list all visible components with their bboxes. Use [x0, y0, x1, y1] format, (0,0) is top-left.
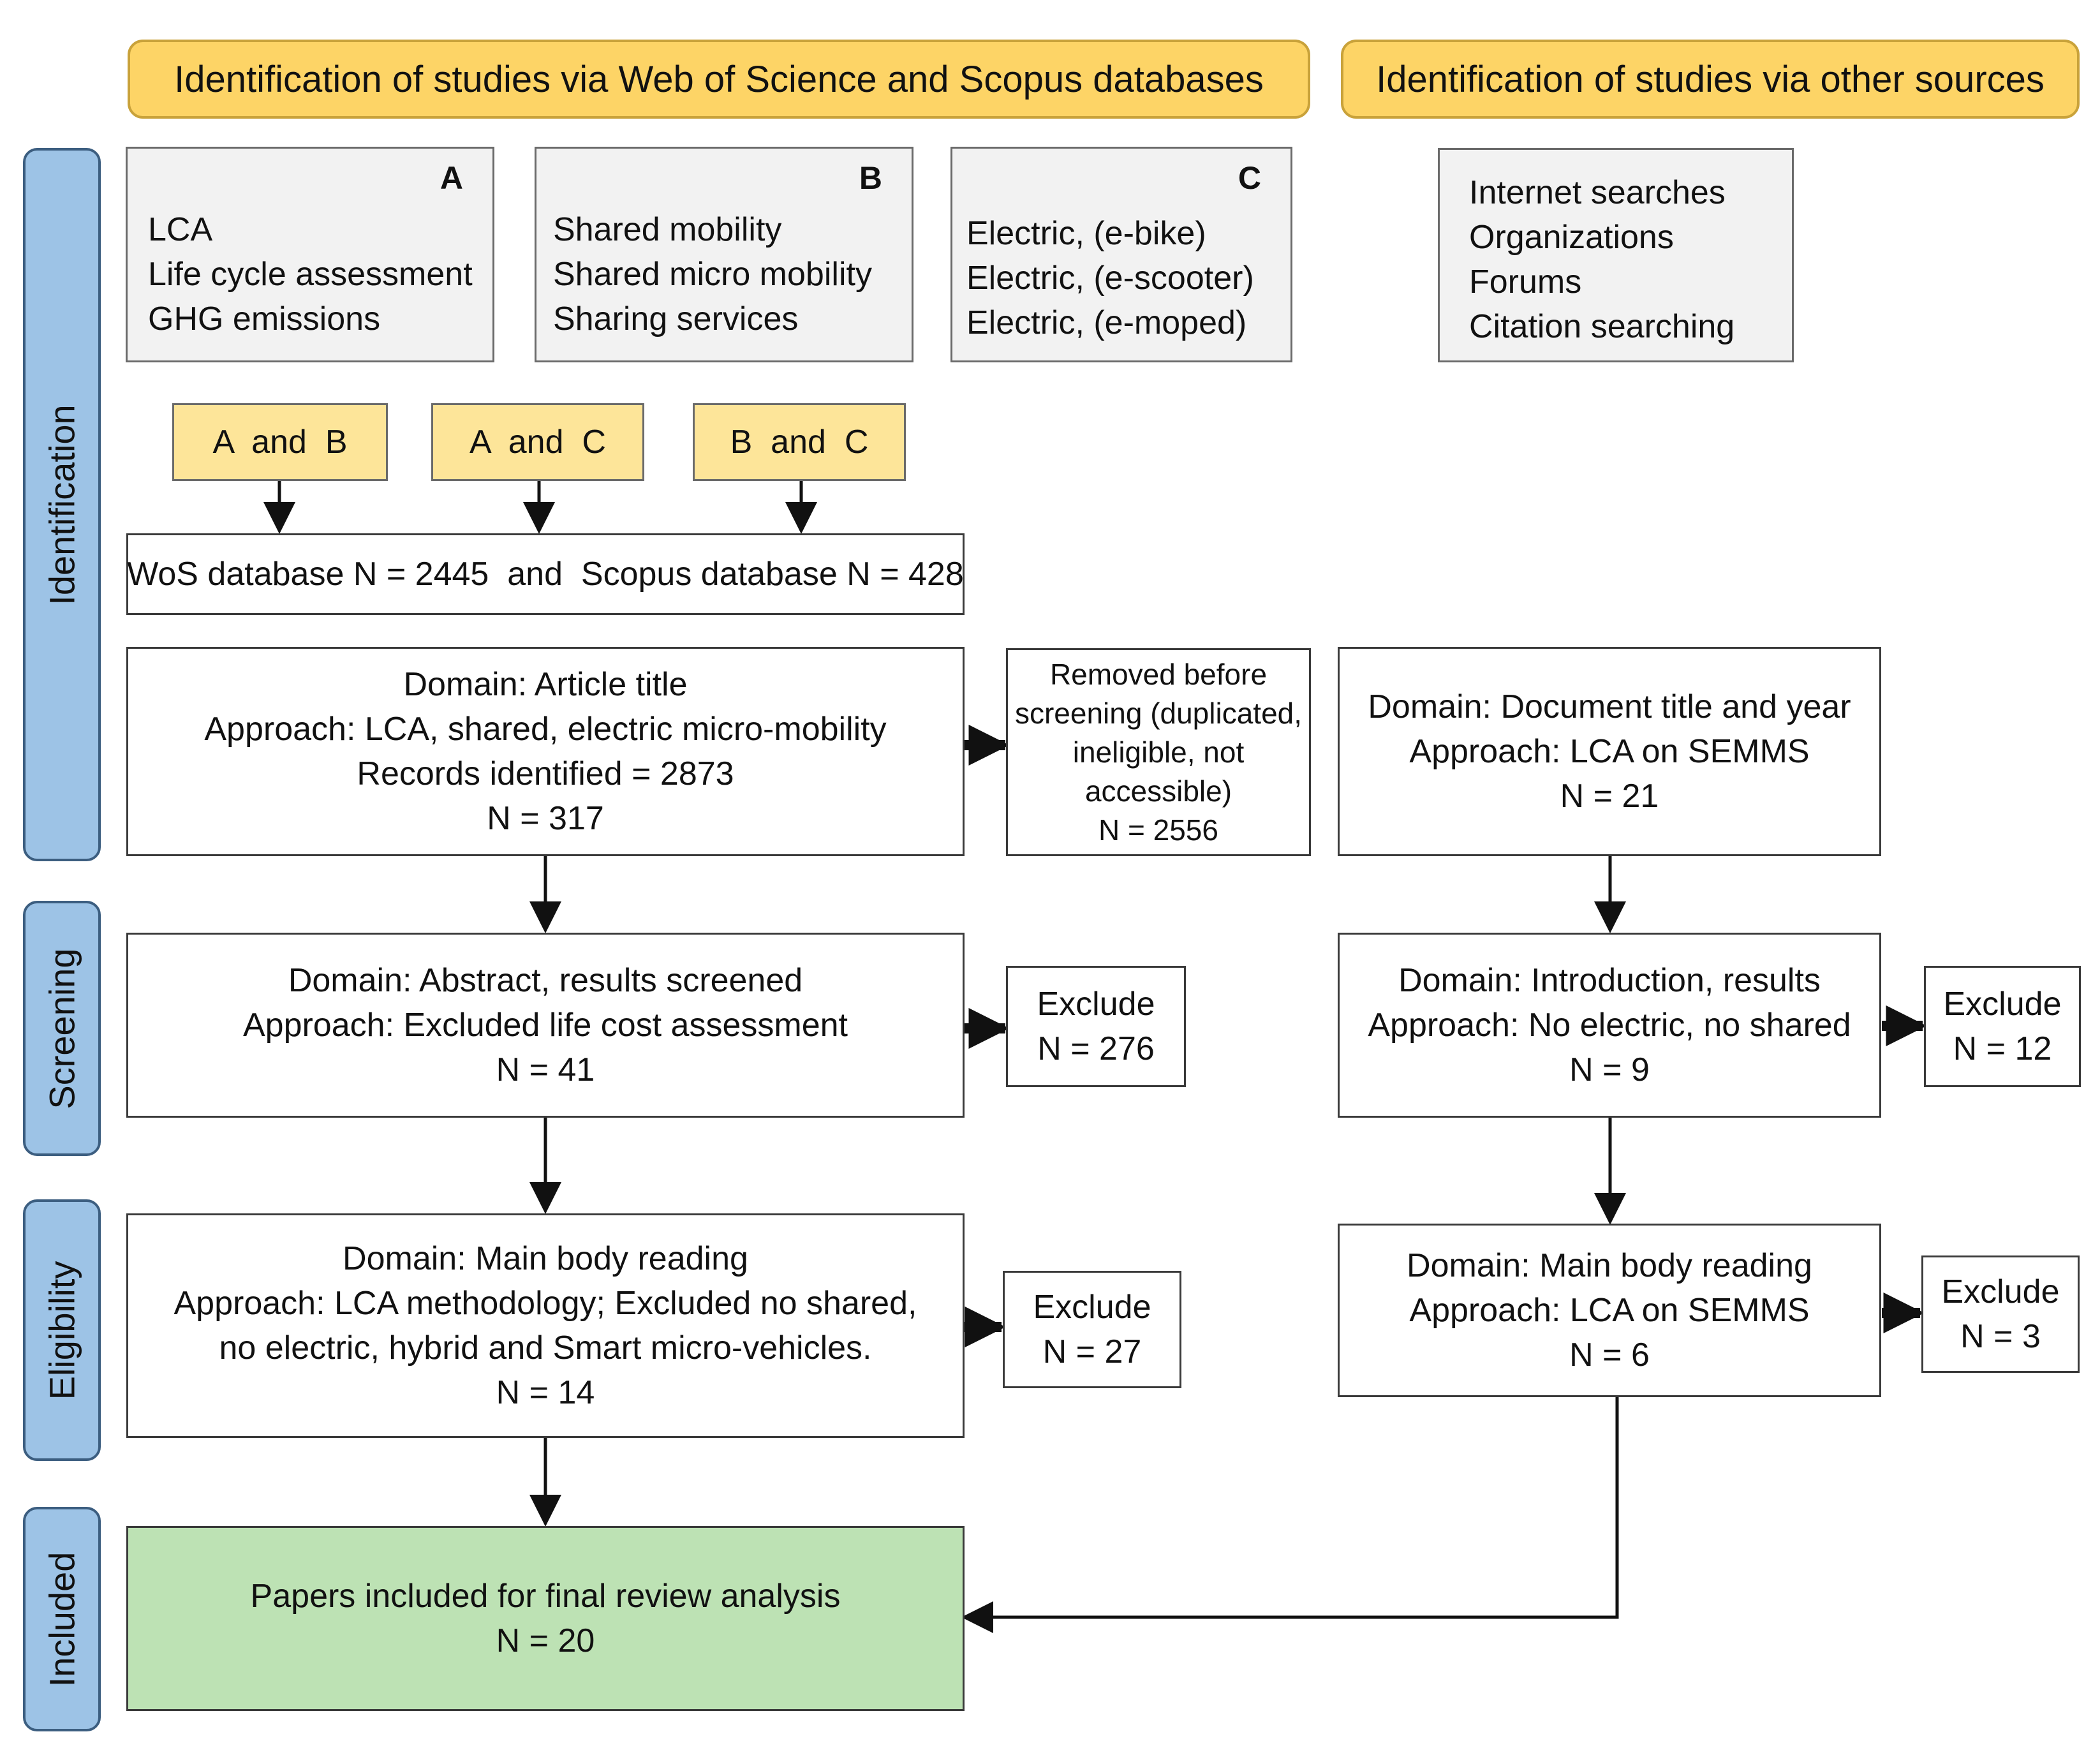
left-screening-box: Domain: Abstract, results screened Appro…	[126, 933, 965, 1118]
right-identification-count: N = 21	[1560, 778, 1659, 815]
keyword-a-line: LCA	[148, 211, 213, 248]
keyword-c-line: Electric, (e-scooter)	[966, 260, 1254, 297]
other-source-line: Forums	[1469, 263, 1582, 300]
left-screening-approach: Approach: Excluded life cost assessment	[242, 1007, 848, 1044]
keyword-group-b: B Shared mobility Shared micro mobility …	[535, 147, 913, 362]
phase-identification: Identification	[23, 148, 101, 861]
other-source-line: Internet searches	[1469, 174, 1726, 211]
database-counts-box: WoS database N = 2445 and Scopus databas…	[126, 533, 965, 615]
right-screening-box: Domain: Introduction, results Approach: …	[1338, 933, 1881, 1118]
right-screening-count: N = 9	[1569, 1051, 1650, 1088]
exclude-label: Exclude	[1037, 986, 1155, 1023]
combo-a-and-b: A and B	[172, 403, 388, 481]
exclude-count: N = 3	[1960, 1318, 2041, 1355]
removed-line: ineligible, not	[1072, 735, 1245, 769]
right-identification-box: Domain: Document title and year Approach…	[1338, 647, 1881, 856]
arrow-right-eligibility-to-included	[961, 1396, 1619, 1633]
keyword-b-line: Shared micro mobility	[553, 256, 872, 293]
phase-eligibility-label: Eligibility	[41, 1261, 82, 1400]
left-identification-records: Records identified = 2873	[357, 755, 734, 792]
removed-count: N = 2556	[1098, 813, 1218, 847]
keyword-b-line: Sharing services	[553, 300, 799, 337]
left-eligibility-approach-cont: no electric, hybrid and Smart micro-vehi…	[219, 1330, 872, 1367]
exclude-label: Exclude	[1033, 1289, 1151, 1326]
phase-included: Included	[23, 1507, 101, 1731]
right-screening-domain: Domain: Introduction, results	[1398, 962, 1821, 999]
database-counts-text: WoS database N = 2445 and Scopus databas…	[127, 556, 964, 593]
right-identification-domain: Domain: Document title and year	[1368, 688, 1851, 725]
removed-line: screening (duplicated,	[1014, 696, 1303, 730]
keyword-a-line: Life cycle assessment	[148, 256, 473, 293]
left-eligibility-approach: Approach: LCA methodology; Excluded no s…	[174, 1285, 917, 1322]
right-eligibility-approach: Approach: LCA on SEMMS	[1409, 1292, 1810, 1329]
included-box: Papers included for final review analysi…	[126, 1526, 965, 1711]
combo-b-and-c: B and C	[693, 403, 906, 481]
other-source-line: Organizations	[1469, 219, 1674, 256]
keyword-c-line: Electric, (e-bike)	[966, 215, 1206, 252]
exclude-count: N = 12	[1953, 1030, 2052, 1067]
right-eligibility-box: Domain: Main body reading Approach: LCA …	[1338, 1224, 1881, 1397]
exclude-label: Exclude	[1943, 986, 2062, 1023]
keyword-c-line: Electric, (e-moped)	[966, 304, 1247, 341]
right-screening-exclude-box: Exclude N = 12	[1924, 966, 2081, 1087]
removed-line: Removed before	[1049, 657, 1268, 691]
left-eligibility-exclude-box: Exclude N = 27	[1003, 1271, 1181, 1388]
included-label: Papers included for final review analysi…	[250, 1578, 841, 1615]
phase-included-label: Included	[41, 1552, 82, 1687]
left-screening-count: N = 41	[496, 1051, 595, 1088]
right-eligibility-domain: Domain: Main body reading	[1407, 1247, 1812, 1284]
right-eligibility-count: N = 6	[1569, 1337, 1650, 1374]
exclude-count: N = 276	[1037, 1030, 1155, 1067]
phase-eligibility: Eligibility	[23, 1199, 101, 1461]
other-sources-box: Internet searches Organizations Forums C…	[1438, 148, 1794, 362]
left-identification-domain: Domain: Article title	[403, 666, 688, 703]
right-identification-approach: Approach: LCA on SEMMS	[1409, 733, 1810, 770]
keyword-group-c-letter: C	[1238, 160, 1261, 196]
combo-a-and-c: A and C	[431, 403, 644, 481]
phase-identification-label: Identification	[41, 404, 82, 605]
keyword-group-c: C Electric, (e-bike) Electric, (e-scoote…	[950, 147, 1292, 362]
right-screening-approach: Approach: No electric, no shared	[1368, 1007, 1851, 1044]
exclude-label: Exclude	[1941, 1273, 2060, 1310]
left-screening-domain: Domain: Abstract, results screened	[288, 962, 803, 999]
keyword-group-a-letter: A	[440, 160, 463, 196]
keyword-group-a: A LCA Life cycle assessment GHG emission…	[126, 147, 494, 362]
removed-before-screening-box: Removed before screening (duplicated, in…	[1006, 648, 1311, 856]
left-eligibility-domain: Domain: Main body reading	[343, 1240, 748, 1277]
included-count: N = 20	[496, 1622, 595, 1659]
left-screening-exclude-box: Exclude N = 276	[1006, 966, 1186, 1087]
left-identification-count: N = 317	[487, 800, 604, 837]
keyword-a-line: GHG emissions	[148, 300, 381, 337]
other-source-line: Citation searching	[1469, 308, 1735, 345]
phase-screening-label: Screening	[41, 947, 82, 1109]
exclude-count: N = 27	[1042, 1333, 1142, 1370]
left-eligibility-box: Domain: Main body reading Approach: LCA …	[126, 1213, 965, 1438]
keyword-b-line: Shared mobility	[553, 211, 782, 248]
removed-line: accessible)	[1084, 774, 1232, 808]
keyword-group-b-letter: B	[859, 160, 882, 196]
left-eligibility-count: N = 14	[496, 1374, 595, 1411]
right-eligibility-exclude-box: Exclude N = 3	[1921, 1255, 2080, 1373]
header-databases: Identification of studies via Web of Sci…	[128, 40, 1310, 119]
phase-screening: Screening	[23, 901, 101, 1156]
left-identification-approach: Approach: LCA, shared, electric micro-mo…	[204, 711, 887, 748]
left-identification-box: Domain: Article title Approach: LCA, sha…	[126, 647, 965, 856]
header-other-sources: Identification of studies via other sour…	[1341, 40, 2080, 119]
